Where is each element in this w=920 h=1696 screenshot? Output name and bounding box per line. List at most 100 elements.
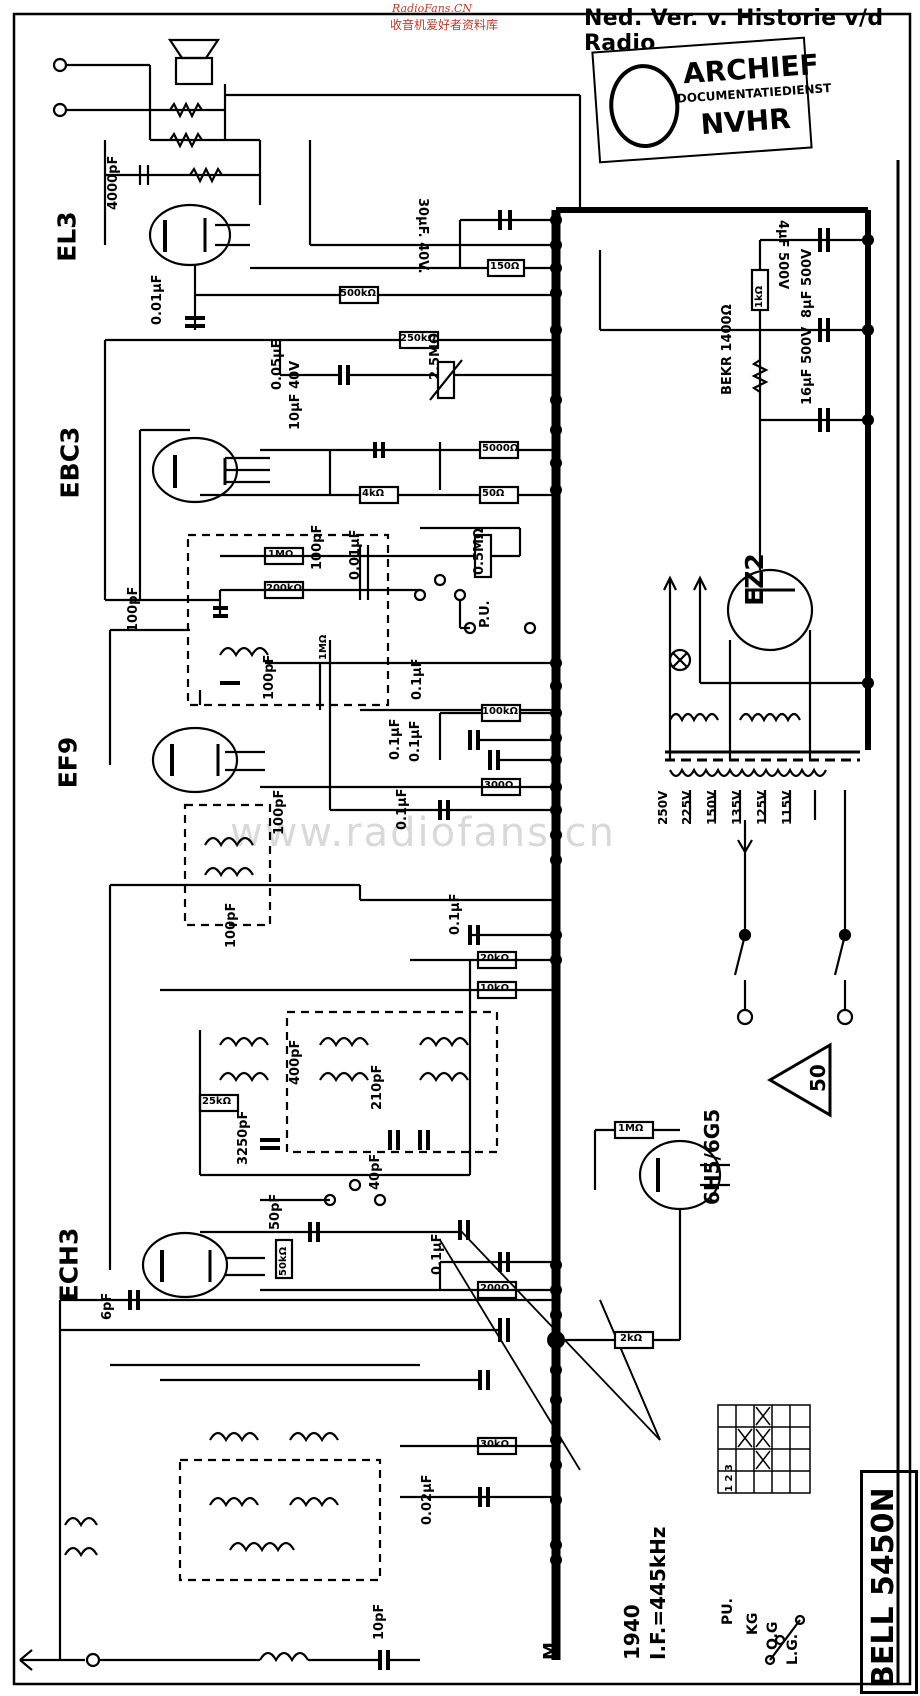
- label-field-coil: BEKR 1400Ω: [720, 304, 735, 395]
- tap-135v: 135V: [730, 790, 744, 825]
- label-c-100pf-d: 100pF: [272, 789, 287, 835]
- label-c-40pf: 40pF: [368, 1153, 383, 1190]
- tap-arrow: [737, 839, 753, 855]
- label-r-30k: 30kΩ: [480, 1439, 510, 1450]
- label-r-100k: 100kΩ: [482, 706, 519, 717]
- r-250k: [398, 330, 440, 350]
- label-c-01uf-b: 0.1μF: [388, 718, 403, 760]
- rf-coil-5: [229, 1541, 295, 1553]
- field-coil: [751, 359, 769, 393]
- label-c-001uf-b: 0.01μF: [348, 529, 363, 580]
- tube-label-el3: EL3: [52, 211, 82, 262]
- label-c-30uf: 30μF. 40V.: [415, 198, 430, 274]
- label-c-3250pf: 3250pF: [236, 1110, 251, 1165]
- loading-coil: [259, 1651, 309, 1663]
- antenna-coil-b: [64, 1546, 98, 1558]
- label-c-01uf-f: 0.1μF: [430, 1233, 445, 1275]
- tube-label-eye: 6H5/6G5: [700, 1108, 724, 1205]
- tube-label-ech3: ECH3: [54, 1227, 84, 1302]
- ez2-envelope: [726, 568, 814, 652]
- label-r-500k: 500kΩ: [340, 288, 377, 299]
- label-r-5000: 5000Ω: [482, 443, 519, 454]
- archive-title: Ned. Ver. v. Historie v/d Radio: [584, 6, 884, 56]
- osc-shield: [285, 1010, 499, 1154]
- rf-shield: [178, 1458, 382, 1582]
- label-c-001uf: 0.01μF: [150, 274, 165, 325]
- label-c-01uf: 0.1μF: [410, 658, 425, 700]
- label-c-10uf: 10μF 40V: [288, 360, 303, 430]
- legend-lg: L.G.: [785, 1633, 801, 1665]
- label-r-1m: 1MΩ: [268, 549, 294, 560]
- r-500k: [338, 285, 380, 305]
- output-resistor: [169, 101, 203, 119]
- bus-dots: [547, 214, 874, 1566]
- model-box: [860, 1470, 918, 1694]
- watermark-cn: 收音机爱好者资料库: [390, 18, 499, 32]
- r-1m-eye: [613, 1120, 655, 1140]
- r-2k: [613, 1330, 655, 1350]
- osc-coil-4: [219, 1071, 269, 1083]
- label-c-01uf-c: 0.1μF: [408, 720, 423, 762]
- pt-sec-2: [739, 712, 801, 723]
- tube-label-ef9: EF9: [53, 736, 83, 789]
- switch-table-header: 1 2 3: [724, 1464, 735, 1492]
- switch-table: [717, 1404, 811, 1494]
- arrow-up-2: [693, 575, 707, 591]
- rf-coil-2: [289, 1431, 339, 1443]
- tube-label-ebc3: EBC3: [55, 426, 85, 499]
- label-c-100pf-c: 100pF: [262, 654, 277, 700]
- legend-og: O.G: [765, 1621, 781, 1650]
- tap-250v: 250V: [656, 790, 670, 825]
- label-r-2k: 2kΩ: [620, 1333, 643, 1344]
- if1-shield: [183, 803, 272, 927]
- if-frequency: I.F.=445kHz: [646, 1526, 670, 1660]
- label-c-100pf-b: 100pF: [126, 586, 141, 632]
- fuse-rating: 50: [806, 1064, 830, 1092]
- if1-coil-a: [204, 836, 254, 848]
- tuning-eye-envelope: [638, 1139, 722, 1211]
- year-label: 1940: [620, 1604, 644, 1660]
- osc-coil-1: [219, 1036, 269, 1048]
- label-r-200: 200Ω: [480, 1283, 510, 1294]
- label-r-50: 50Ω: [482, 488, 505, 499]
- r-1k: [750, 268, 770, 312]
- r-50: [478, 485, 520, 505]
- label-c-005uf: 0.05μF: [270, 339, 285, 390]
- watermark-mid: www.radiofans.cn: [230, 810, 616, 856]
- label-c-01uf-e: 0.1μF: [448, 893, 463, 935]
- label-r-300: 300Ω: [484, 780, 514, 791]
- speaker-box: [174, 56, 214, 86]
- ech3-envelope: [141, 1231, 229, 1299]
- label-c-400pf: 400pF: [288, 1039, 303, 1085]
- label-c-16uf: 16μF 500V: [800, 326, 815, 405]
- label-r-4k: 4kΩ: [362, 488, 385, 499]
- label-pu: P.U.: [478, 600, 493, 628]
- osc-coil-3: [419, 1036, 469, 1048]
- mains-terminal-1: [736, 1008, 754, 1026]
- pt-sec-1: [669, 712, 719, 723]
- tap-150v: 150V: [705, 790, 719, 825]
- tube-label-ez2: EZ2: [739, 553, 769, 606]
- label-r-10k: 10kΩ: [480, 983, 510, 994]
- antenna-coil-a: [64, 1516, 98, 1528]
- rf-coil-4: [289, 1496, 339, 1508]
- label-c-50pf: 50pF: [268, 1193, 283, 1230]
- legend-pu: PU.: [720, 1598, 736, 1625]
- label-pot-0.5m: 0.5MΩ: [472, 527, 487, 575]
- pt-primary: [669, 767, 827, 778]
- label-r-1m-b: 1MΩ: [318, 634, 329, 660]
- label-r-200k: 200kΩ: [266, 583, 303, 594]
- label-r-1k: 1kΩ: [754, 285, 765, 308]
- speaker-cone: [167, 38, 221, 60]
- label-c-8uf: 8μF 500V: [800, 248, 815, 318]
- label-r-20k: 20kΩ: [480, 953, 510, 964]
- fuse-triangle: [767, 1042, 832, 1118]
- rf-coil-3: [209, 1496, 259, 1508]
- label-r-50k: 50kΩ: [278, 1246, 289, 1276]
- if1-coil-b: [204, 866, 254, 878]
- output-resistor-2: [169, 131, 203, 149]
- label-r-250k: 250kΩ: [400, 333, 437, 344]
- r-150: [486, 258, 526, 278]
